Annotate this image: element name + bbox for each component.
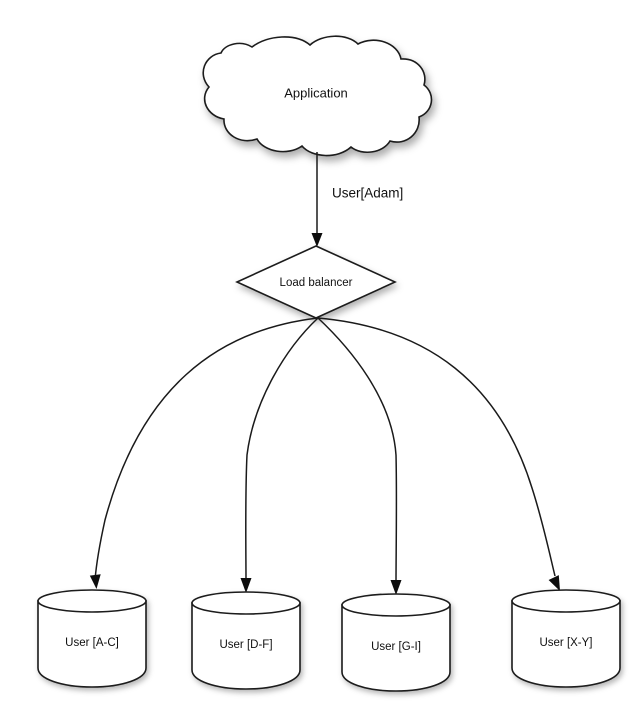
edge-balancer-to-db-2-arrowhead (240, 578, 252, 593)
database-3-top-ellipse (341, 593, 451, 617)
edge-balancer-to-db-3-line (317, 317, 398, 585)
database-3-label: User [G-I] (371, 641, 421, 653)
node-application[interactable]: Application (202, 35, 433, 157)
edge-balancer-to-db-1-arrowhead (89, 574, 101, 589)
application-label: Application (284, 85, 348, 100)
node-database-2[interactable]: User [D-F] (191, 591, 301, 690)
database-4-label: User [X-Y] (539, 637, 592, 649)
database-2-body (191, 602, 301, 690)
edge-balancer-to-db-1 (89, 317, 319, 589)
database-4-top-ellipse (511, 589, 621, 613)
cloud-shape (202, 35, 433, 157)
edge-balancer-to-db-2-line (245, 317, 319, 583)
node-database-1[interactable]: User [A-C] (37, 589, 147, 688)
edge-app-to-balancer-arrowhead (311, 233, 323, 247)
database-3-body (341, 604, 451, 692)
database-2-top-ellipse (191, 591, 301, 615)
edge-app-to-balancer-label: User[Adam] (332, 186, 403, 201)
database-1-label: User [A-C] (65, 637, 119, 649)
edge-balancer-to-db-4-arrowhead (548, 575, 560, 591)
database-1-body (37, 600, 147, 688)
node-load-balancer[interactable]: Load balancer (235, 245, 397, 319)
edge-balancer-to-db-2 (240, 317, 319, 593)
edge-app-to-balancer: User[Adam] (311, 152, 403, 247)
node-database-3[interactable]: User [G-I] (341, 593, 451, 692)
edge-balancer-to-db-3-arrowhead (390, 580, 402, 595)
edge-balancer-to-db-4-line (317, 317, 556, 577)
edge-balancer-to-db-1-line (94, 317, 319, 581)
node-database-4[interactable]: User [X-Y] (511, 589, 621, 688)
database-1-top-ellipse (37, 589, 147, 613)
load-balancer-label: Load balancer (280, 277, 353, 289)
edge-balancer-to-db-3 (317, 317, 402, 595)
edge-balancer-to-db-4 (317, 317, 560, 591)
database-2-label: User [D-F] (219, 639, 272, 651)
database-4-body (511, 600, 621, 688)
